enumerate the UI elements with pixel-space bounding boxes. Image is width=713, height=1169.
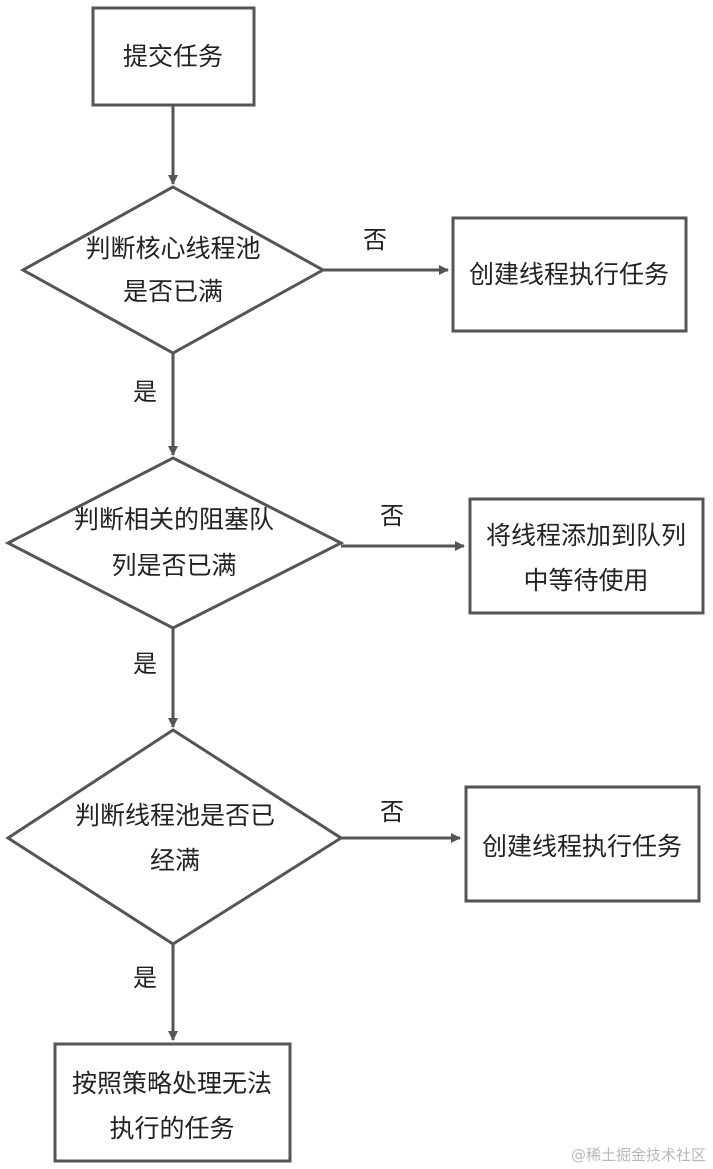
decision-blocking-queue-line2: 列是否已满 xyxy=(111,551,236,580)
action-create-thread-1-label: 创建线程执行任务 xyxy=(469,260,669,289)
edge-label-queue-no: 否 xyxy=(380,502,404,530)
end-node xyxy=(53,1042,292,1163)
action-add-to-queue xyxy=(468,497,705,615)
decision-blocking-queue-line1: 判断相关的阻塞队 xyxy=(74,505,274,534)
decision-thread-pool-line2: 经满 xyxy=(150,846,200,875)
decision-blocking-queue xyxy=(4,456,345,630)
action-create-thread-2 xyxy=(464,785,701,903)
action-create-thread-2-label: 创建线程执行任务 xyxy=(482,832,682,861)
decision-thread-pool xyxy=(5,728,344,946)
edge-label-pool-no: 否 xyxy=(380,798,404,826)
watermark-text: @稀土掘金技术社区 xyxy=(571,1146,706,1164)
decision-core-pool xyxy=(19,185,327,355)
decision-core-pool-line1: 判断核心线程池 xyxy=(85,234,260,263)
edge-label-pool-yes: 是 xyxy=(133,964,157,992)
start-node-label: 提交任务 xyxy=(123,42,223,71)
end-node-line2: 执行的任务 xyxy=(109,1114,234,1143)
action-add-to-queue-line1: 将线程添加到队列 xyxy=(486,521,686,550)
edge-label-core-no: 否 xyxy=(363,226,387,254)
action-add-to-queue-line2: 中等待使用 xyxy=(523,566,648,595)
edge-label-core-yes: 是 xyxy=(133,378,157,406)
decision-thread-pool-line1: 判断线程池是否已 xyxy=(75,801,275,830)
action-create-thread-1 xyxy=(451,216,688,333)
end-node-line1: 按照策略处理无法 xyxy=(72,1069,272,1098)
start-node xyxy=(91,6,256,107)
decision-core-pool-line2: 是否已满 xyxy=(123,277,223,306)
edge-label-queue-yes: 是 xyxy=(133,650,157,678)
